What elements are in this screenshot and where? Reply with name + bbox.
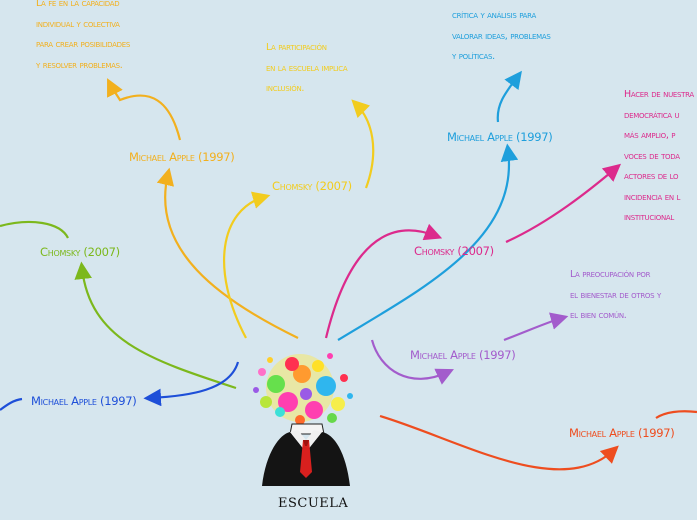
note-orange-line: y resolver problemas. (36, 59, 123, 71)
node-purple-label[interactable]: Michael Apple (1997) (410, 348, 516, 362)
connector-green (74, 261, 237, 390)
node-green-label[interactable]: Chomsky (2007) (40, 245, 120, 259)
note-pink-line: más amplio, p (624, 130, 676, 141)
connector-orange-note (107, 78, 182, 141)
node-orange-label[interactable]: Michael Apple (1997) (129, 150, 235, 164)
person-head-paint-splash-icon[interactable] (253, 353, 353, 486)
connector-pink-note (505, 163, 622, 244)
note-pink-line: institucional (624, 212, 674, 223)
note-purple-line: el bien común. (570, 310, 627, 321)
note-lightblue[interactable]: crítica y análisis para valorar ideas, p… (452, 6, 551, 68)
note-orange-line: individual y colectiva (36, 18, 120, 30)
connector-redorange (379, 414, 619, 471)
node-redorange-label[interactable]: Michael Apple (1997) (569, 426, 675, 440)
paint-splash-head (253, 353, 353, 425)
note-yellow[interactable]: La participación en la escuela implica i… (266, 38, 348, 100)
note-orange-line: La fe en la capacidad (36, 0, 120, 9)
note-pink-line: incidencia en l (624, 191, 681, 203)
connector-pink (324, 223, 443, 339)
note-pink-line: voces de toda (624, 150, 680, 162)
note-pink-line: democrática u (624, 109, 680, 121)
note-purple-line: el bienestar de otros y (570, 289, 661, 301)
suit-body (262, 423, 350, 486)
connector-lightblue (337, 143, 519, 341)
connector-darkblue (143, 361, 240, 407)
note-purple-line: La preocupación por (570, 269, 651, 280)
note-orange[interactable]: La fe en la capacidad individual y colec… (36, 0, 130, 76)
connector-purple-note (503, 312, 569, 342)
note-lightblue-line: crítica y análisis para (452, 10, 536, 21)
connector-darkblue-tail (0, 397, 23, 411)
note-yellow-line: en la escuela implica (266, 62, 348, 74)
central-topic-title[interactable]: ESCUELA (278, 496, 349, 511)
note-pink-line: actores de lo (624, 171, 679, 182)
note-lightblue-line: valorar ideas, problemas (452, 30, 551, 42)
note-purple[interactable]: La preocupación por el bienestar de otro… (570, 265, 661, 327)
note-yellow-line: inclusión. (266, 83, 305, 94)
connector-yellow (223, 191, 271, 339)
node-pink-label[interactable]: Chomsky (2007) (414, 244, 494, 258)
node-yellow-label[interactable]: Chomsky (2007) (272, 179, 352, 193)
note-orange-line: para crear posibilidades (36, 39, 130, 50)
connector-orange (156, 167, 299, 339)
note-pink-line: Hacer de nuestra (624, 89, 694, 100)
note-yellow-line: La participación (266, 42, 327, 53)
connector-yellow-note (351, 99, 375, 189)
note-pink[interactable]: Hacer de nuestra democrática u más ampli… (624, 85, 694, 229)
node-darkblue-label[interactable]: Michael Apple (1997) (31, 394, 137, 408)
connector-redorange-tail (655, 410, 697, 419)
node-lightblue-label[interactable]: Michael Apple (1997) (447, 130, 553, 144)
note-lightblue-line: y políticas. (452, 51, 495, 62)
connector-purple (370, 339, 454, 385)
connector-green-note (0, 220, 69, 239)
connector-lightblue-note (496, 70, 522, 123)
